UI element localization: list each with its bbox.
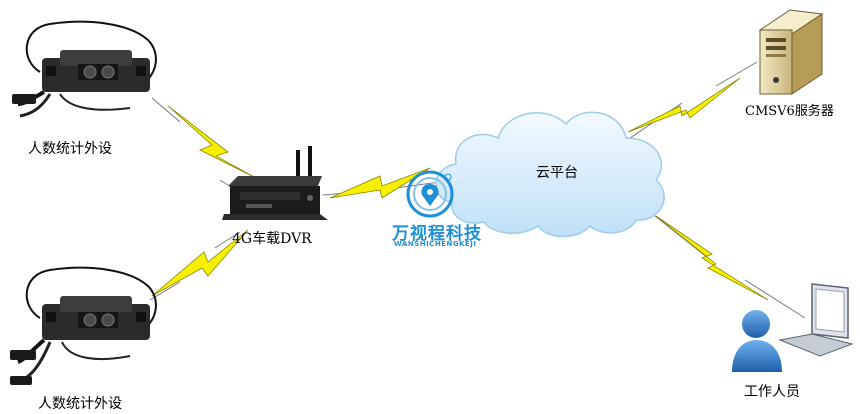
logo-name: 万视程科技 (392, 224, 482, 244)
logo-subtext: WANSHICHENGKEJI (394, 240, 477, 248)
cloud-shape (435, 111, 665, 238)
sensor-top-label: 人数统计外设 (28, 141, 112, 157)
bolt-sensor-bottom (151, 229, 249, 297)
bolt-cloud-worker (655, 215, 769, 301)
sensor-bottom-label: 人数统计外设 (38, 396, 122, 412)
dvr-label: 4G车载DVR (232, 231, 312, 247)
people-counter-sensor-bottom (10, 266, 157, 385)
worker-label: 工作人员 (744, 384, 800, 400)
people-counter-sensor-top (12, 20, 157, 118)
bolt-sensor-top (167, 105, 257, 179)
dvr-device (222, 146, 328, 220)
bolt-cloud-server (627, 77, 741, 133)
server-icon (758, 9, 824, 95)
server-label: CMSV6服务器 (745, 104, 834, 119)
company-logo-icon (406, 170, 454, 218)
worker-laptop-icon (732, 283, 854, 372)
bolt-dvr-cloud (329, 167, 431, 199)
cloud-label: 云平台 (536, 165, 578, 181)
